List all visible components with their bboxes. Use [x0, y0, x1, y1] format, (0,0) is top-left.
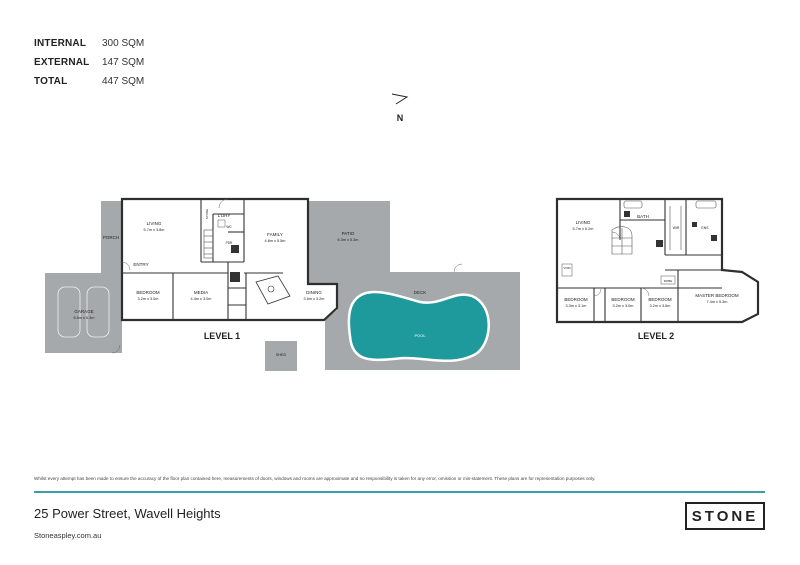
room-label-patio: PATIO — [342, 231, 355, 236]
room-label-void: VOID — [563, 266, 571, 270]
area-value: 147 SQM — [102, 57, 145, 68]
room-label-robe: ROBE — [664, 279, 673, 283]
room-label-laundry: L'DRY — [218, 213, 231, 218]
room-label-pdr: PDR — [226, 241, 233, 245]
room-label-family: FAMILY — [267, 232, 283, 237]
room-label-master-bedroom: MASTER BEDROOM — [695, 293, 739, 298]
room-label-dining: DINING — [306, 290, 322, 295]
level2-title: LEVEL 2 — [638, 331, 674, 341]
toilet-icon — [711, 235, 717, 241]
sink-icon — [217, 219, 226, 228]
robe-box — [660, 275, 676, 285]
room-label-garage: GARAGE — [74, 309, 93, 314]
room-label-bedroom-2: BEDROOM — [611, 297, 635, 302]
room-dim-garage: 6.6m x 6.3m — [74, 316, 95, 320]
room-label-pool: POOL — [414, 333, 426, 338]
area-row-total: TOTAL 447 SQM — [34, 72, 144, 91]
area-summary: INTERNAL 300 SQM EXTERNAL 147 SQM TOTAL … — [34, 34, 144, 91]
room-dim-dining: 3.6m x 3.2m — [304, 297, 325, 301]
pool-shape — [347, 290, 490, 363]
room-label-wir: WIR — [673, 226, 680, 230]
area-label: TOTAL — [34, 76, 68, 87]
level2-interior-walls — [557, 199, 722, 322]
room-dim-patio: 6.3m x 5.3m — [338, 238, 359, 242]
room-label-deck: DECK — [414, 290, 427, 295]
room-dim-living-l2: 5.7m x 6.2m — [573, 227, 594, 231]
car-icon — [57, 286, 110, 338]
area-row-external: EXTERNAL 147 SQM — [34, 53, 144, 72]
area-label: INTERNAL — [34, 38, 87, 49]
disclaimer-text: Whilst every attempt has been made to en… — [34, 476, 596, 481]
room-label-entry: ENTRY — [133, 262, 148, 267]
room-label-shed: SHED — [276, 353, 287, 357]
area-value: 447 SQM — [102, 76, 145, 87]
room-label-living-l2: LIVING — [576, 220, 591, 225]
room-dim-bedroom-1: 3.3m x 3.1m — [566, 304, 587, 308]
room-dim-bedroom-2: 3.2m x 3.0m — [613, 304, 634, 308]
compass-letter: N — [397, 113, 404, 123]
room-dim-family: 4.8m x 5.5m — [265, 239, 286, 243]
void-box — [561, 263, 573, 277]
toilet-icon — [624, 211, 630, 217]
room-dim-bedroom: 3.2m x 3.0m — [138, 297, 159, 301]
area-value: 300 SQM — [102, 38, 145, 49]
room-label-bedroom-1: BEDROOM — [564, 297, 588, 302]
kitchen-island-icon — [255, 275, 291, 305]
room-label-bedroom-3: BEDROOM — [648, 297, 672, 302]
room-label-media: MEDIA — [194, 290, 208, 295]
area-label: EXTERNAL — [34, 57, 90, 68]
vanity-icon — [692, 222, 697, 227]
bathtub-icon — [623, 200, 643, 209]
north-arrow-icon — [391, 93, 409, 105]
property-address: 25 Power Street, Wavell Heights — [34, 506, 221, 521]
footer-divider — [34, 491, 765, 493]
level2-labels: LIVING 5.7m x 6.2m BATH WIR ENS VOID BED… — [563, 214, 739, 341]
level1-title: LEVEL 1 — [204, 331, 240, 341]
room-dim-living: 5.7m x 3.8m — [144, 228, 165, 232]
fridge-icon — [230, 272, 240, 282]
room-label-store: STORE — [205, 209, 209, 219]
agency-website-link[interactable]: Stoneaspley.com.au — [34, 531, 102, 540]
level2-stairs-icon — [611, 226, 633, 255]
porch-area — [101, 201, 122, 273]
room-label-bath: BATH — [637, 214, 649, 219]
level2-door-icon — [593, 231, 650, 297]
level1-labels: PORCH LIVING 5.7m x 3.8m ENTRY BEDROOM 3… — [74, 209, 427, 357]
stone-logo: STONE — [685, 502, 765, 530]
house-outline-level2 — [555, 197, 760, 324]
floor-plan: N — [45, 93, 760, 371]
level1-stairs-icon — [203, 229, 214, 259]
level2-plan — [555, 197, 760, 324]
room-label-bedroom: BEDROOM — [136, 290, 160, 295]
level1-plan — [45, 197, 520, 371]
bathtub-icon — [695, 200, 717, 209]
area-row-internal: INTERNAL 300 SQM — [34, 34, 144, 53]
vanity-icon — [656, 240, 663, 247]
room-label-porch: PORCH — [103, 235, 119, 240]
room-label-living: LIVING — [147, 221, 162, 226]
room-dim-bedroom-3: 3.2m x 3.6m — [650, 304, 671, 308]
wc-fixture-icon — [231, 245, 239, 253]
room-dim-media: 4.4m x 3.0m — [191, 297, 212, 301]
room-label-ens: ENS — [701, 226, 709, 230]
room-dim-master-bedroom: 7.4m x 5.3m — [707, 300, 728, 304]
level1-door-icon — [111, 198, 463, 354]
room-label-wc: WC — [226, 225, 232, 229]
shed-area — [265, 341, 297, 371]
patio-area — [308, 201, 390, 284]
